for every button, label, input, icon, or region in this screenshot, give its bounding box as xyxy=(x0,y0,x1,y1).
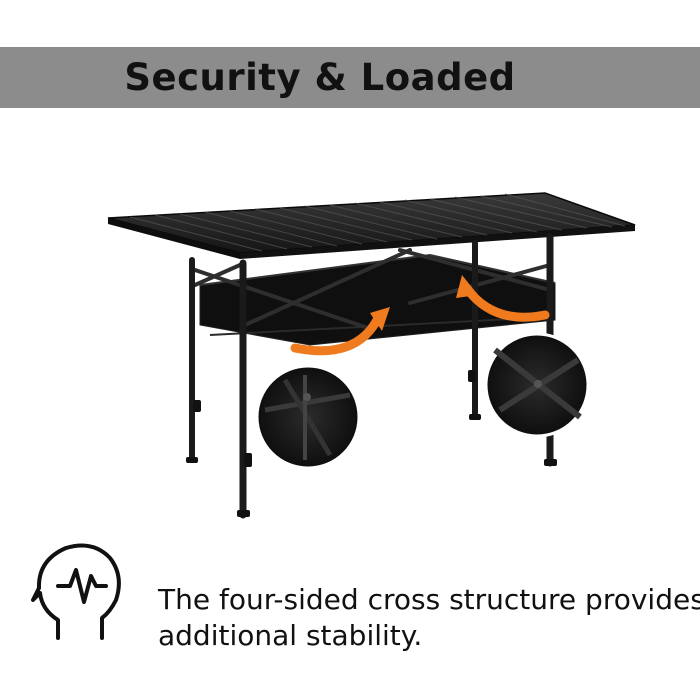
curved-arrow-icon xyxy=(290,285,550,356)
caption-line-2: additional stability. xyxy=(158,619,423,652)
header-banner: Security & Loaded xyxy=(0,47,700,108)
arrow-heads xyxy=(370,275,478,331)
feature-caption: The four-sided cross structure provides … xyxy=(158,582,700,654)
detail-zoom-left xyxy=(255,364,361,470)
product-image-table xyxy=(107,192,636,519)
leg-feet xyxy=(186,370,557,517)
storage-shelf xyxy=(199,253,556,346)
page-title: Security & Loaded xyxy=(124,56,516,99)
detail-zoom-right xyxy=(484,332,590,438)
head-with-pulse-icon xyxy=(31,543,121,640)
caption-line-1: The four-sided cross structure provides xyxy=(158,583,700,616)
table-top xyxy=(107,192,636,259)
